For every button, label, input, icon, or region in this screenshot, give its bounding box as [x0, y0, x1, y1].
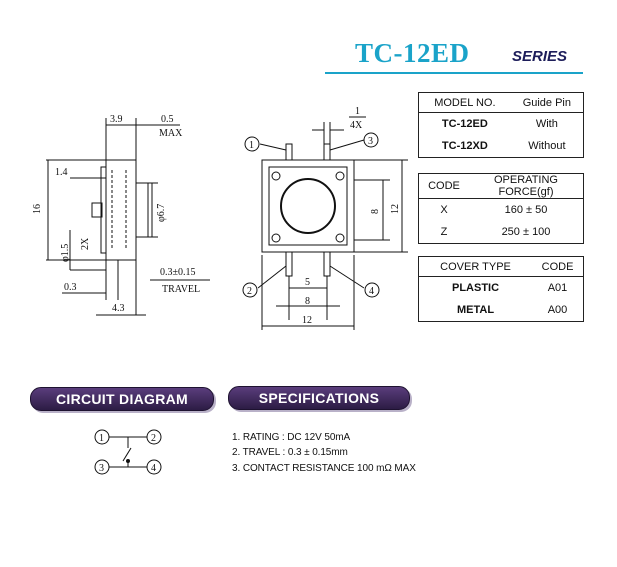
dim-0.3: 0.3: [64, 282, 77, 293]
dim-1.4: 1.4: [55, 167, 68, 178]
pin-callout-circle: [244, 136, 260, 152]
circuit-label-3: 3: [99, 463, 104, 474]
dim-16: 16: [32, 204, 43, 214]
circuit-diagram-heading: CIRCUIT DIAGRAM: [30, 387, 214, 411]
pin-label-3: 3: [368, 136, 373, 147]
cover-code-cell: A01: [547, 282, 568, 294]
table-row: TC-12XD Without: [419, 135, 584, 158]
dim-5: 5: [305, 277, 310, 288]
dim-4.3: 4.3: [112, 303, 125, 314]
dim-12-vertical: 12: [390, 204, 401, 214]
series-label: SERIES: [512, 48, 568, 65]
dim-12: 12: [302, 315, 312, 326]
pin-label-2: 2: [247, 286, 252, 297]
specifications-heading: SPECIFICATIONS: [228, 386, 410, 410]
force-header: OPERATING FORCE(gf): [469, 173, 584, 199]
circuit-contact: [126, 459, 130, 463]
dim-phi-6.7: φ6.7: [156, 204, 167, 222]
top-corner-dot: [271, 233, 281, 243]
force-cell: 160 ± 50: [504, 204, 548, 216]
dim-travel-label: TRAVEL: [162, 284, 200, 295]
code-cell: X: [440, 204, 448, 216]
force-table: CODE OPERATING FORCE(gf) X 160 ± 50 Z 25…: [418, 173, 584, 244]
dim-4x: 4X: [350, 120, 363, 131]
cover-table: COVER TYPE CODE PLASTIC A01 METAL A00: [418, 256, 584, 322]
code-cell: Z: [440, 226, 448, 238]
pin-leader: [329, 265, 365, 289]
circuit-switch-arm: [122, 447, 132, 462]
spec-line-travel: 2. TRAVEL : 0.3 ± 0.15mm: [232, 447, 348, 458]
product-title: TC-12ED: [355, 38, 470, 68]
pin-label-1: 1: [249, 140, 254, 151]
model-header: MODEL NO.: [418, 92, 511, 113]
circuit-diagram: [94, 429, 162, 475]
pin-callout-circle: [363, 132, 379, 148]
model-cell: TC-12XD: [441, 140, 488, 152]
cover-code-cell: A00: [547, 304, 568, 316]
dim-3.9: 3.9: [110, 114, 123, 125]
pin-1-leg: [285, 143, 293, 161]
pin-leader: [257, 265, 287, 289]
model-cell: TC-12ED: [441, 118, 488, 130]
dim-travel-value: 0.3±0.15: [160, 267, 196, 278]
dim-1: 1: [355, 106, 360, 117]
pin-leader: [259, 143, 287, 151]
code-header: CODE: [418, 173, 469, 199]
side-plunger: [91, 202, 103, 218]
top-inner: [268, 166, 348, 246]
title-underline: [325, 72, 583, 74]
pin-callout-circle: [364, 282, 380, 298]
cover-type-header: COVER TYPE: [418, 256, 533, 277]
top-corner-dot: [335, 171, 345, 181]
cover-code-header: CODE: [532, 256, 584, 277]
pin-3-leg: [323, 143, 331, 161]
side-body: [105, 159, 137, 261]
circuit-label-4: 4: [151, 463, 156, 474]
cover-type-cell: PLASTIC: [451, 282, 500, 294]
side-view: [46, 118, 210, 316]
pin-label-4: 4: [369, 286, 374, 297]
top-button-circle: [280, 178, 336, 234]
dim-8-vertical: 8: [370, 209, 381, 214]
pin-2-leg: [285, 251, 293, 277]
table-row: PLASTIC A01: [419, 277, 584, 300]
guide-pin-cell: Without: [528, 140, 566, 152]
guide-pin-header: Guide Pin: [510, 92, 584, 113]
dim-phi-1.5: φ1.5: [60, 244, 71, 262]
force-cell: 250 ± 100: [501, 226, 551, 238]
top-corner-dot: [271, 171, 281, 181]
guide-pin-cell: With: [535, 118, 558, 130]
table-row: TC-12ED With: [419, 113, 584, 136]
side-plunger-base: [100, 166, 107, 254]
spec-line-resistance: 3. CONTACT RESISTANCE 100 mΩ MAX: [232, 463, 416, 474]
dim-max: MAX: [159, 128, 183, 139]
model-table: MODEL NO. Guide Pin TC-12ED With TC-12XD…: [418, 92, 584, 158]
table-row: METAL A00: [419, 299, 584, 322]
top-corner-dot: [335, 233, 345, 243]
dim-2x: 2X: [80, 237, 91, 250]
table-row: Z 250 ± 100: [419, 221, 584, 244]
pin-4-leg: [323, 251, 331, 277]
pin-leader: [329, 139, 365, 151]
pin-callout-circle: [242, 282, 258, 298]
top-body: [261, 159, 355, 253]
circuit-label-2: 2: [151, 433, 156, 444]
cover-type-cell: METAL: [456, 304, 495, 316]
top-view: [242, 122, 408, 330]
spec-line-rating: 1. RATING : DC 12V 50mA: [232, 432, 351, 443]
table-row: X 160 ± 50: [419, 199, 584, 222]
dim-0.5: 0.5: [161, 114, 174, 125]
circuit-label-1: 1: [99, 433, 104, 444]
side-cap: [135, 182, 149, 238]
dim-8: 8: [305, 296, 310, 307]
